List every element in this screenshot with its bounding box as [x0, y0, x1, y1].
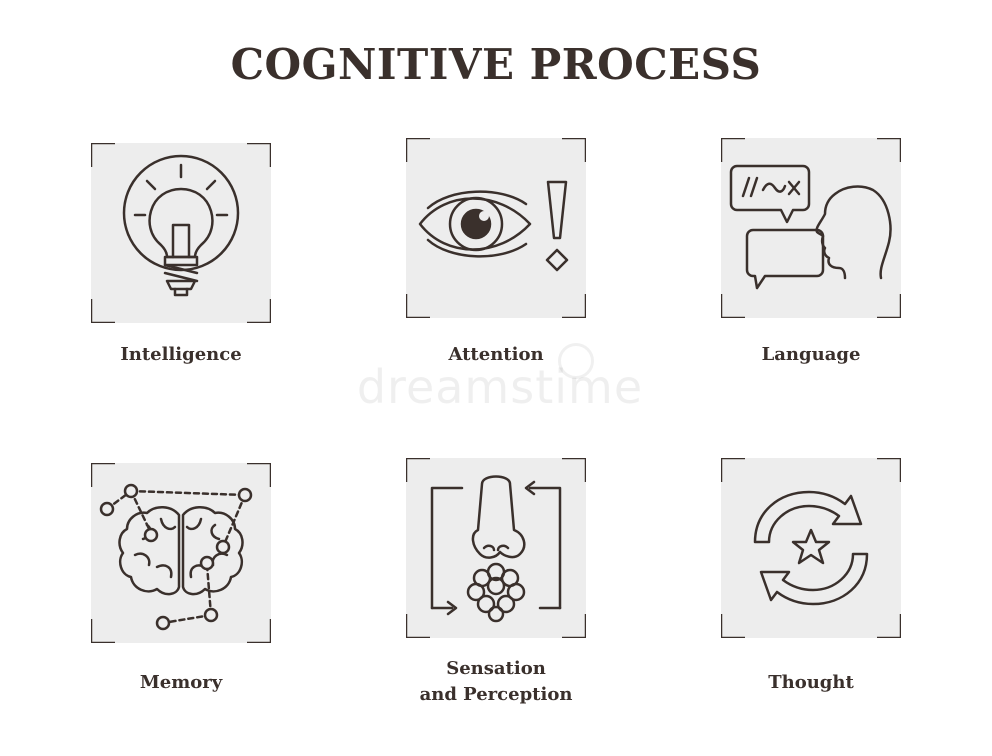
label-memory: Memory — [139, 672, 223, 693]
tile-attention — [406, 138, 586, 318]
speech-bubbles-head-icon — [729, 164, 892, 290]
tile-thought — [721, 458, 901, 638]
tile-intelligence — [91, 143, 271, 323]
label-and-perception: and Perception — [419, 684, 573, 705]
eye-exclamation-icon — [418, 180, 569, 272]
label-sensation-perception: Sensation and Perception — [366, 656, 626, 708]
label-thought: Thought — [768, 672, 854, 693]
cycle-star-icon — [753, 490, 869, 606]
tile-language — [721, 138, 901, 318]
tile-memory — [91, 463, 271, 643]
tile-sensation-perception — [406, 458, 586, 638]
label-intelligence: Intelligence — [120, 344, 242, 365]
brain-network-icon — [99, 483, 253, 631]
watermark-seal-icon — [558, 343, 594, 379]
lightbulb-icon — [122, 154, 240, 297]
label-sensation: Sensation — [446, 658, 546, 679]
page-title: COGNITIVE PROCESS — [230, 40, 762, 89]
label-language: Language — [761, 344, 861, 365]
label-attention: Attention — [448, 344, 544, 365]
nose-flower-icon — [430, 475, 562, 623]
watermark: dreamstime — [356, 360, 644, 414]
